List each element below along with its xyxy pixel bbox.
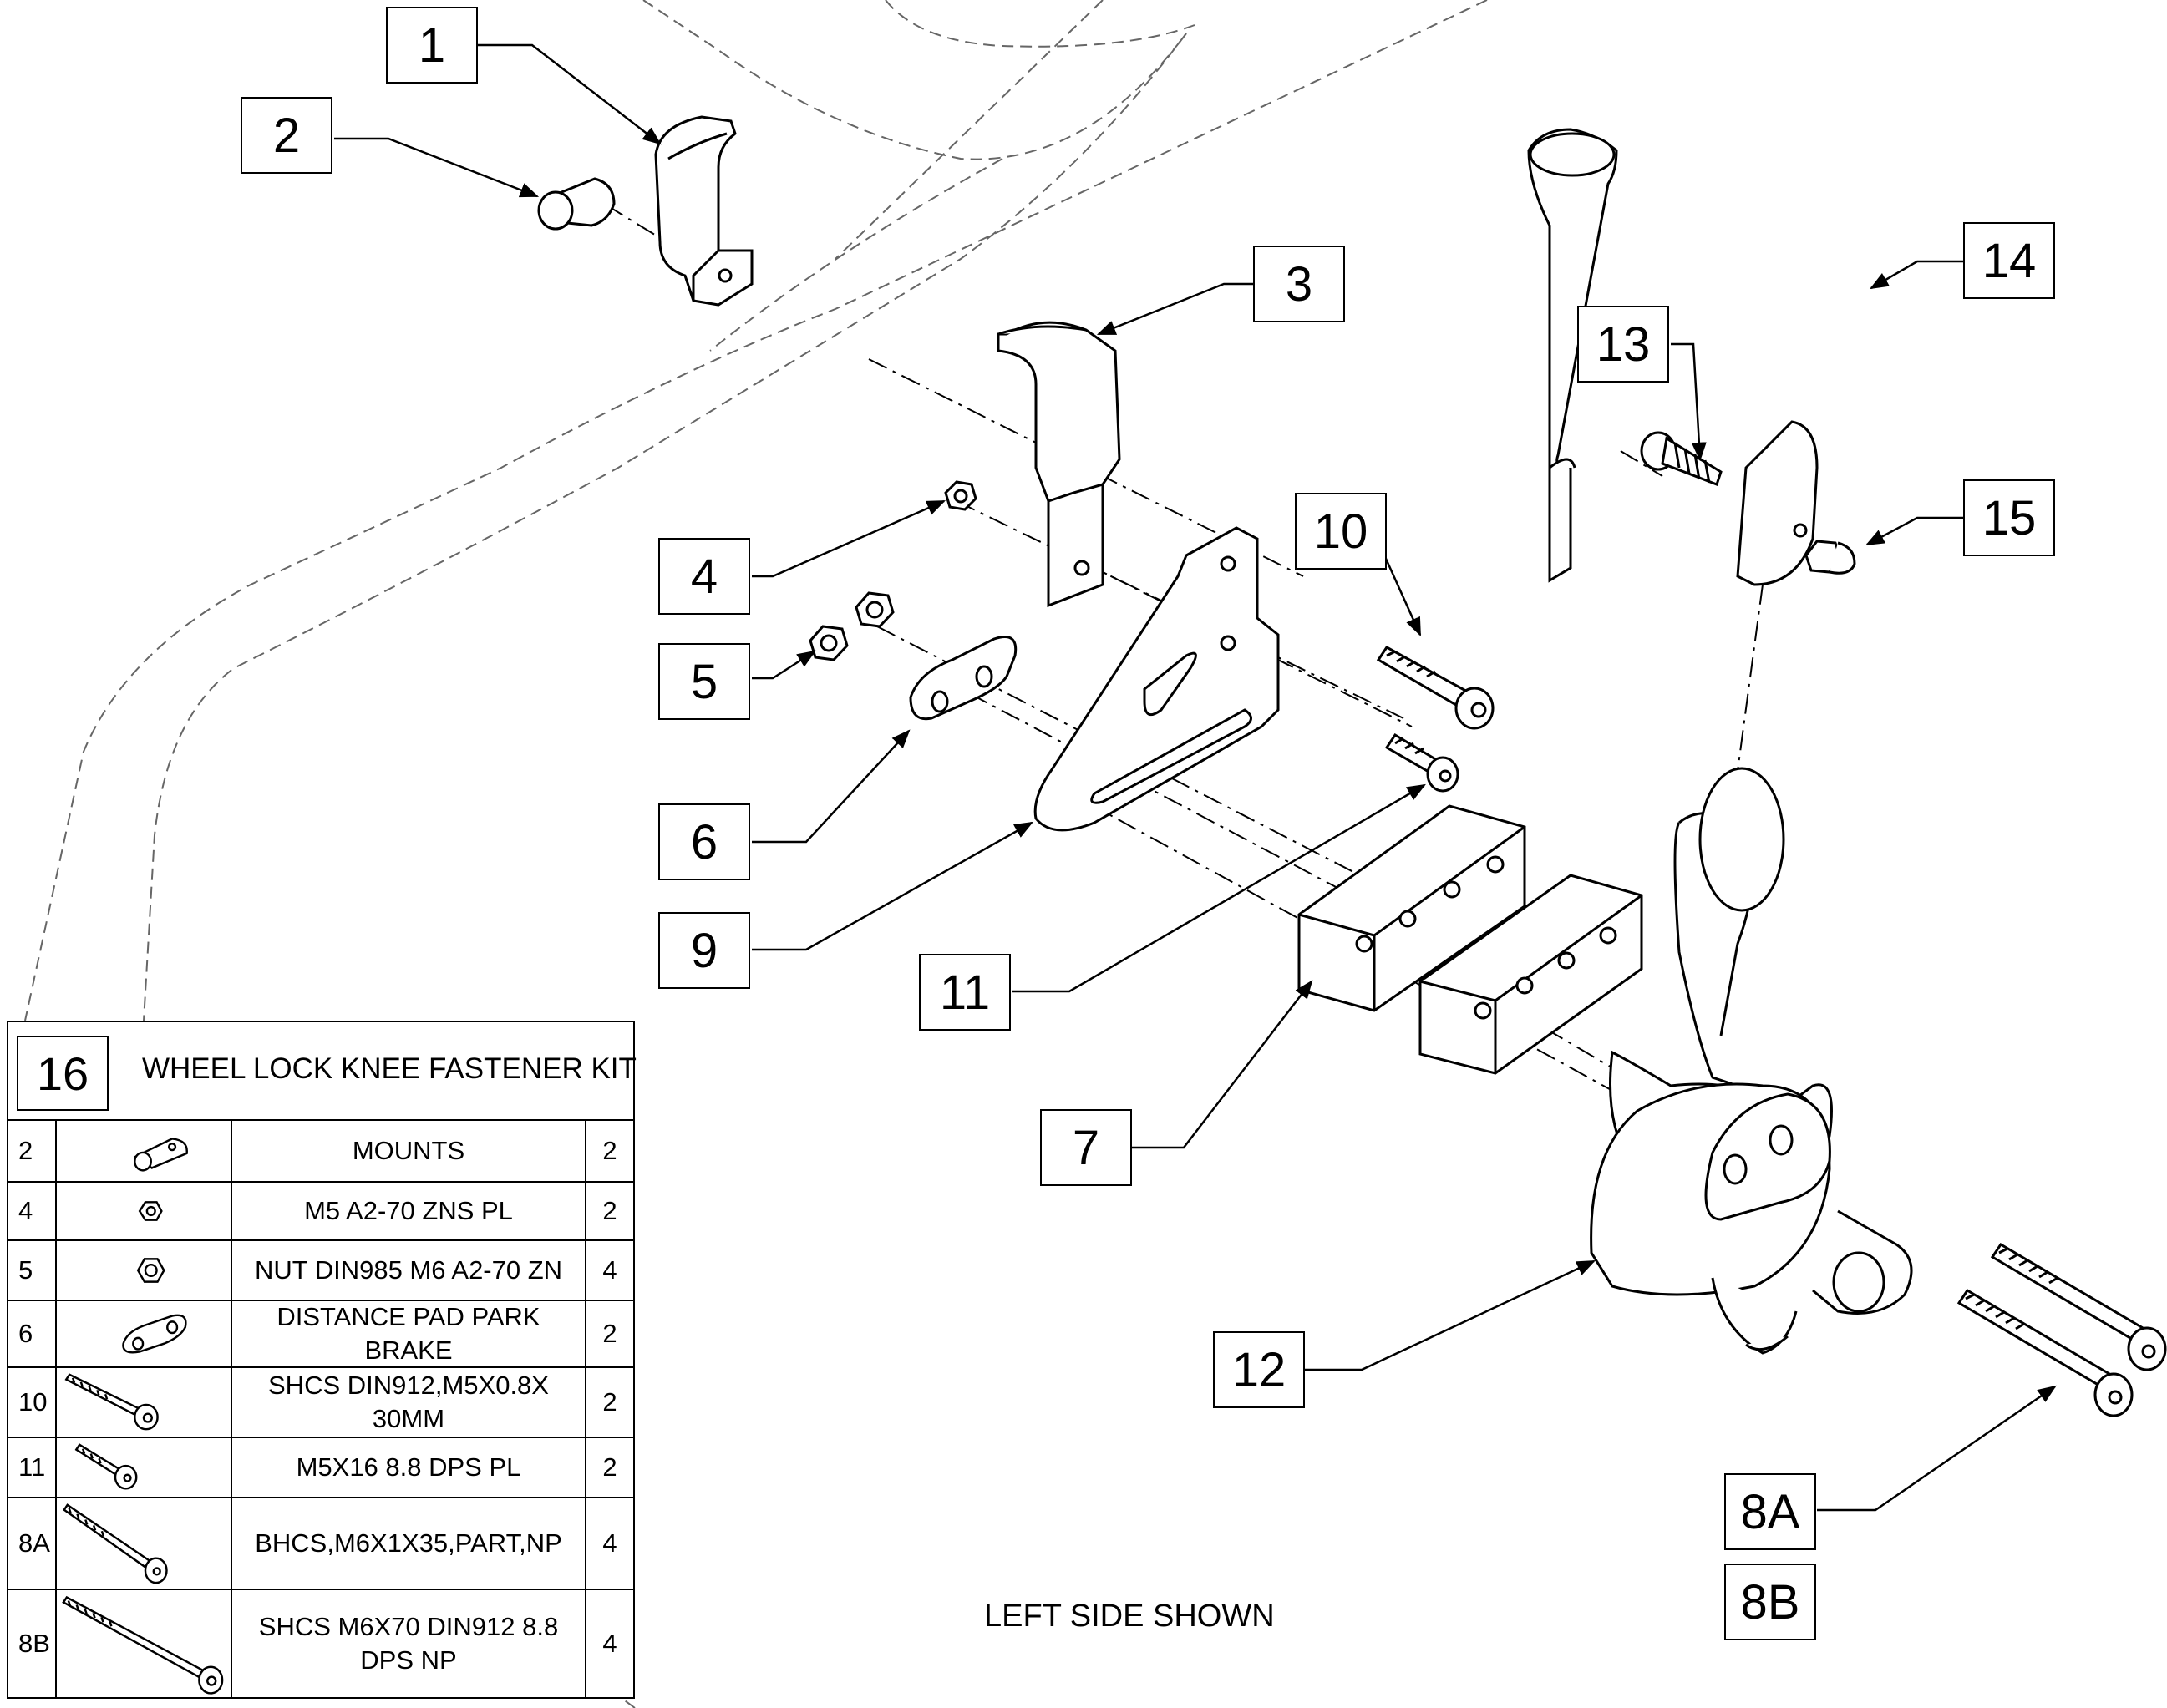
callout-part-12: 12: [1213, 1331, 1305, 1408]
item-quantity: 2: [602, 1196, 617, 1225]
item-description: SHCS DIN912,M5X0.8X 30MM: [232, 1368, 586, 1437]
item-quantity: 2: [602, 1136, 617, 1165]
pin-icon: [57, 1121, 232, 1181]
part-11-screw: [1384, 732, 1459, 793]
part-10-screw: [1376, 646, 1495, 730]
table-row: 8B SHCS M6X70 DIN912 8.8 DPS NP 4: [8, 1590, 633, 1697]
part-8-long-screws: [1956, 1242, 2167, 1417]
button-head-screw-icon: [57, 1498, 232, 1589]
item-quantity: 2: [602, 1452, 617, 1482]
item-number: 2: [8, 1121, 57, 1181]
item-quantity: 2: [602, 1319, 617, 1348]
part-3-lower-clamp: [997, 321, 1121, 608]
callout-part-8b: 8B: [1724, 1564, 1816, 1640]
part-1-upper-clamp: [654, 115, 754, 307]
part-14-handle: [1527, 128, 1819, 586]
screw-30mm-icon: [57, 1368, 232, 1437]
frame-outline: [24, 0, 1488, 1708]
part-12-wheel-lock: [1590, 767, 1913, 1355]
callout-part-13: 13: [1577, 306, 1669, 383]
item-description: M5X16 8.8 DPS PL: [232, 1438, 586, 1497]
item-quantity: 4: [602, 1255, 617, 1285]
part-4-nut: [944, 480, 977, 511]
item-description: BHCS,M6X1X35,PART,NP: [232, 1498, 586, 1589]
table-row: 8A BHCS,M6X1X35,PART,NP 4: [8, 1498, 633, 1590]
callout-part-15: 15: [1963, 479, 2055, 556]
part-7-blocks: [1297, 804, 1643, 1075]
item-description: MOUNTS: [232, 1121, 586, 1181]
item-quantity: 4: [602, 1528, 617, 1558]
view-note: LEFT SIDE SHOWN: [984, 1599, 1275, 1634]
table-row: 5 NUT DIN985 M6 A2-70 ZN 4: [8, 1241, 633, 1301]
part-15-cap-nut: [1804, 540, 1856, 575]
part-9-bracket: [1033, 526, 1280, 832]
part-5-nuts: [809, 591, 895, 661]
nut-icon: [57, 1241, 232, 1300]
item-number: 8A: [8, 1498, 57, 1589]
kit-title: WHEEL LOCK KNEE FASTENER KIT: [142, 1052, 637, 1085]
callout-part-14: 14: [1963, 222, 2055, 299]
item-description: DISTANCE PAD PARK BRAKE: [232, 1301, 586, 1366]
kit-header: 16 WHEEL LOCK KNEE FASTENER KIT: [8, 1022, 637, 1121]
item-number: 6: [8, 1301, 57, 1366]
table-row: 4 M5 A2-70 ZNS PL 2: [8, 1183, 633, 1241]
callout-part-1: 1: [386, 7, 478, 84]
part-6-distance-pad: [909, 636, 1018, 721]
callout-part-9: 9: [658, 912, 750, 989]
part-13-screw: [1640, 431, 1723, 486]
callout-part-10: 10: [1295, 493, 1387, 570]
item-description: M5 A2-70 ZNS PL: [232, 1183, 586, 1239]
item-quantity: 4: [602, 1629, 617, 1658]
table-row: 2 MOUNTS 2: [8, 1121, 633, 1183]
distance-pad-icon: [57, 1301, 232, 1366]
callout-part-6: 6: [658, 803, 750, 880]
table-row: 10 SHCS DIN912,M5X0.8X 30MM 2: [8, 1368, 633, 1438]
callout-part-4: 4: [658, 538, 750, 615]
callout-part-11: 11: [919, 954, 1011, 1031]
callout-part-7: 7: [1040, 1109, 1132, 1186]
part-2-pin: [537, 177, 616, 231]
item-number: 11: [8, 1438, 57, 1497]
kit-number: 16: [17, 1036, 109, 1111]
fastener-kit-table: 16 WHEEL LOCK KNEE FASTENER KIT 2 MOUNTS…: [7, 1021, 637, 1699]
small-nut-icon: [57, 1183, 232, 1239]
callout-part-8a: 8A: [1724, 1473, 1816, 1550]
callout-part-2: 2: [241, 97, 332, 174]
table-row: 6 DISTANCE PAD PARK BRAKE 2: [8, 1301, 633, 1368]
item-number: 10: [8, 1368, 57, 1437]
item-description: NUT DIN985 M6 A2-70 ZN: [232, 1241, 586, 1300]
item-number: 8B: [8, 1590, 57, 1697]
item-number: 5: [8, 1241, 57, 1300]
table-row: 11 M5X16 8.8 DPS PL 2: [8, 1438, 633, 1498]
callout-part-5: 5: [658, 643, 750, 720]
screw-16mm-icon: [57, 1438, 232, 1497]
leader-lines: [334, 43, 2057, 1512]
item-quantity: 2: [602, 1387, 617, 1417]
callout-part-3: 3: [1253, 246, 1345, 322]
item-number: 4: [8, 1183, 57, 1239]
long-screw-icon: [57, 1590, 232, 1697]
item-description: SHCS M6X70 DIN912 8.8 DPS NP: [232, 1590, 586, 1697]
